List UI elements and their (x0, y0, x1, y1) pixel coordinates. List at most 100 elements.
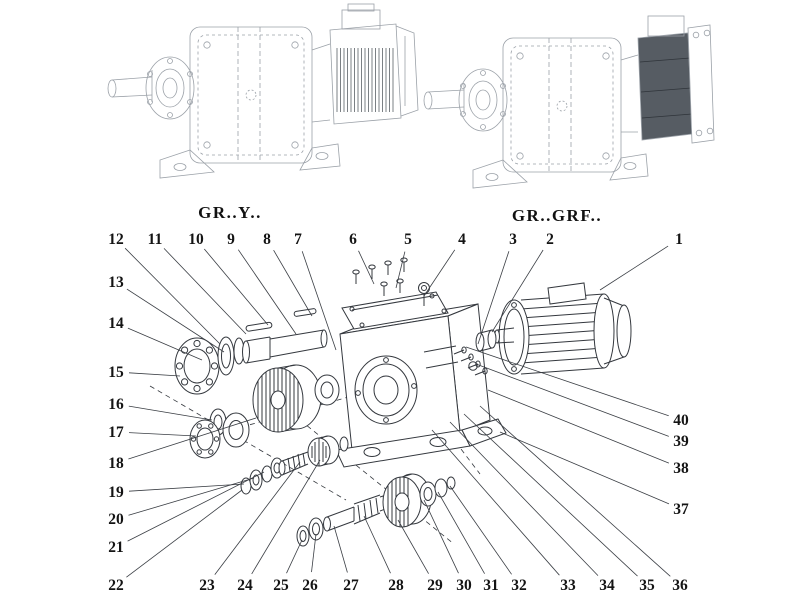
output-shaft (353, 494, 381, 525)
leader-line-14 (127, 327, 203, 361)
input-shaft (269, 329, 325, 359)
callout-number-11: 11 (148, 231, 163, 248)
callout-number-9: 9 (227, 231, 235, 248)
callout-number-37: 37 (673, 501, 689, 518)
callout-number-16: 16 (108, 396, 124, 413)
callout-number-4: 4 (458, 231, 466, 248)
housing-cover-and-bolts (341, 257, 449, 330)
callout-number-5: 5 (404, 231, 412, 248)
leader-line-9 (237, 249, 297, 335)
callout-number-29: 29 (427, 577, 443, 594)
leader-line-20 (128, 477, 255, 516)
callout-number-2: 2 (546, 231, 554, 248)
gear-housing (335, 303, 507, 468)
leader-line-24 (251, 459, 321, 575)
callout-number-23: 23 (199, 577, 215, 594)
leader-line-21 (127, 471, 265, 542)
callout-number-27: 27 (343, 577, 359, 594)
leader-line-8 (273, 249, 313, 317)
callout-number-17: 17 (108, 424, 124, 441)
leader-line-33 (431, 429, 560, 576)
callout-number-13: 13 (108, 274, 124, 291)
callout-number-6: 6 (349, 231, 357, 248)
leader-line-25 (286, 539, 303, 574)
callout-number-14: 14 (108, 315, 124, 332)
eye-bolt (418, 282, 430, 294)
leader-line-26 (311, 533, 317, 573)
callout-number-10: 10 (188, 231, 204, 248)
leader-line-11 (163, 248, 247, 335)
leader-line-29 (397, 519, 429, 574)
leader-line-36 (479, 405, 671, 577)
callout-number-15: 15 (108, 364, 124, 381)
variant-label-gr-grf: GR..GRF.. (512, 206, 602, 225)
oil-plug (468, 361, 478, 371)
coupling-parts (453, 329, 497, 376)
callout-number-39: 39 (673, 433, 689, 450)
callout-number-32: 32 (511, 577, 527, 594)
leader-line-5 (395, 251, 406, 289)
leader-line-32 (449, 485, 512, 575)
callout-number-3: 3 (509, 231, 517, 248)
leader-line-18 (128, 417, 257, 460)
overview-gearmotor-gr-y (107, 3, 419, 179)
intermediate-gear-cluster (189, 364, 340, 459)
callout-number-21: 21 (108, 539, 124, 556)
leader-line-10 (203, 248, 269, 326)
callout-number-18: 18 (108, 455, 124, 472)
countershaft-assembly (240, 435, 349, 495)
callout-number-31: 31 (483, 577, 499, 594)
leader-line-15 (128, 372, 181, 377)
callout-number-30: 30 (456, 577, 472, 594)
callout-number-24: 24 (237, 577, 253, 594)
leader-line-13 (126, 288, 225, 353)
callout-number-22: 22 (108, 577, 124, 594)
inspection-cover (341, 291, 449, 330)
leader-line-23 (214, 461, 301, 575)
callout-number-1: 1 (675, 231, 683, 248)
input-shaft-assembly (174, 308, 328, 395)
motor-fins (520, 302, 605, 364)
callout-number-8: 8 (263, 231, 271, 248)
callout-number-25: 25 (273, 577, 289, 594)
leader-line-30 (423, 499, 459, 574)
shaft-key-long (245, 321, 273, 332)
leader-line-2 (491, 249, 544, 333)
leader-line-40 (465, 346, 669, 417)
callout-number-38: 38 (673, 460, 689, 477)
leader-line-12 (124, 247, 221, 345)
callout-number-26: 26 (302, 577, 318, 594)
oil-seal (217, 336, 235, 376)
callout-number-20: 20 (108, 511, 124, 528)
callout-number-7: 7 (294, 231, 302, 248)
motor-fins (336, 48, 394, 112)
motor-fin-block (637, 32, 693, 141)
leader-line-3 (477, 251, 510, 345)
callout-number-12: 12 (108, 231, 124, 248)
callout-number-35: 35 (639, 577, 655, 594)
pinion-spline-hatch (287, 452, 306, 472)
leader-line-35 (463, 413, 638, 577)
overview-gearmotor-gr-grf (423, 15, 715, 189)
cover-bolts (355, 262, 405, 296)
callout-number-19: 19 (108, 484, 124, 501)
exploded-view (149, 257, 632, 547)
leader-line-34 (449, 421, 599, 576)
leader-line-27 (333, 525, 348, 573)
motor (494, 282, 632, 375)
variant-label-gr-y: GR..Y.. (198, 203, 262, 222)
leader-line-17 (128, 432, 197, 437)
leader-line-31 (437, 491, 485, 574)
leader-line-38 (487, 389, 670, 464)
callout-number-36: 36 (672, 577, 688, 594)
leader-line-19 (128, 483, 245, 492)
output-shaft-assembly (296, 473, 456, 547)
leader-line-6 (358, 250, 375, 285)
leader-line-28 (363, 515, 391, 574)
terminal-box (547, 282, 587, 305)
callout-number-40: 40 (673, 412, 689, 429)
leader-line-22 (126, 489, 243, 578)
